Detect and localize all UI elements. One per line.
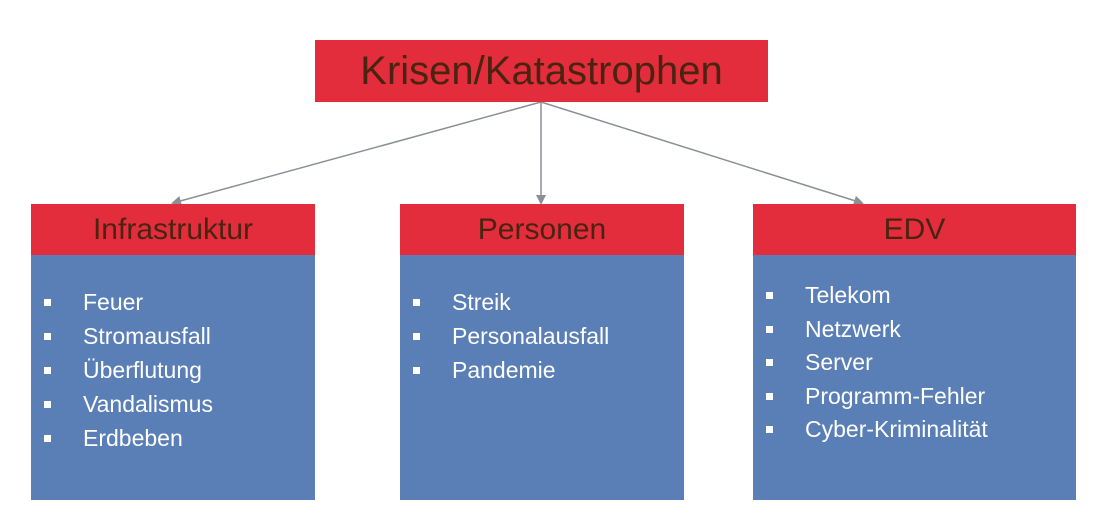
bullet-icon	[413, 298, 420, 306]
list-item: Feuer	[44, 285, 315, 319]
root-label: Krisen/Katastrophen	[360, 48, 723, 93]
category-title: EDV	[883, 212, 946, 246]
category-header: Infrastruktur	[31, 204, 315, 255]
category-body: Streik Personalausfall Pandemie	[400, 255, 684, 500]
item-list: Telekom Netzwerk Server Programm-Fehler …	[766, 279, 1076, 447]
item-label: Telekom	[805, 282, 891, 309]
bullet-icon	[44, 298, 51, 306]
item-label: Stromausfall	[83, 322, 211, 349]
category-infrastruktur: Infrastruktur Feuer Stromausfall Überflu…	[31, 204, 315, 500]
item-label: Überflutung	[83, 356, 202, 383]
item-label: Programm-Fehler	[805, 382, 986, 409]
bullet-icon	[44, 400, 51, 408]
item-label: Vandalismus	[83, 390, 213, 417]
category-body: Telekom Netzwerk Server Programm-Fehler …	[753, 255, 1076, 500]
list-item: Streik	[413, 285, 684, 319]
category-personen: Personen Streik Personalausfall Pandemie	[400, 204, 684, 500]
bullet-icon	[766, 392, 773, 400]
root-node: Krisen/Katastrophen	[315, 40, 768, 102]
item-label: Server	[805, 349, 873, 376]
category-header: Personen	[400, 204, 684, 255]
connector-to-edv	[540, 101, 864, 206]
list-item: Personalausfall	[413, 319, 684, 353]
item-label: Personalausfall	[452, 322, 610, 349]
list-item: Netzwerk	[766, 313, 1076, 347]
item-list: Streik Personalausfall Pandemie	[413, 285, 684, 387]
category-title: Personen	[477, 212, 607, 246]
item-label: Feuer	[83, 288, 144, 315]
bullet-icon	[44, 332, 51, 340]
bullet-icon	[413, 366, 420, 374]
list-item: Telekom	[766, 279, 1076, 313]
list-item: Überflutung	[44, 353, 315, 387]
bullet-icon	[44, 434, 51, 442]
item-label: Cyber-Kriminalität	[805, 416, 988, 443]
category-header: EDV	[753, 204, 1076, 255]
category-title: Infrastruktur	[92, 212, 254, 246]
item-label: Pandemie	[452, 356, 556, 383]
item-list: Feuer Stromausfall Überflutung Vandalism…	[44, 285, 315, 455]
bullet-icon	[44, 366, 51, 374]
item-label: Erdbeben	[83, 424, 183, 451]
bullet-icon	[766, 325, 773, 333]
list-item: Cyber-Kriminalität	[766, 413, 1076, 447]
list-item: Programm-Fehler	[766, 380, 1076, 414]
category-edv: EDV Telekom Netzwerk Server Programm-Feh…	[753, 204, 1076, 500]
list-item: Vandalismus	[44, 387, 315, 421]
list-item: Server	[766, 346, 1076, 380]
bullet-icon	[766, 426, 773, 434]
bullet-icon	[766, 359, 773, 367]
category-body: Feuer Stromausfall Überflutung Vandalism…	[31, 255, 315, 500]
bullet-icon	[413, 332, 420, 340]
list-item: Erdbeben	[44, 421, 315, 455]
bullet-icon	[766, 292, 773, 300]
item-label: Netzwerk	[805, 315, 901, 342]
connector-to-infrastruktur	[171, 101, 542, 206]
list-item: Stromausfall	[44, 319, 315, 353]
item-label: Streik	[452, 288, 511, 315]
list-item: Pandemie	[413, 353, 684, 387]
